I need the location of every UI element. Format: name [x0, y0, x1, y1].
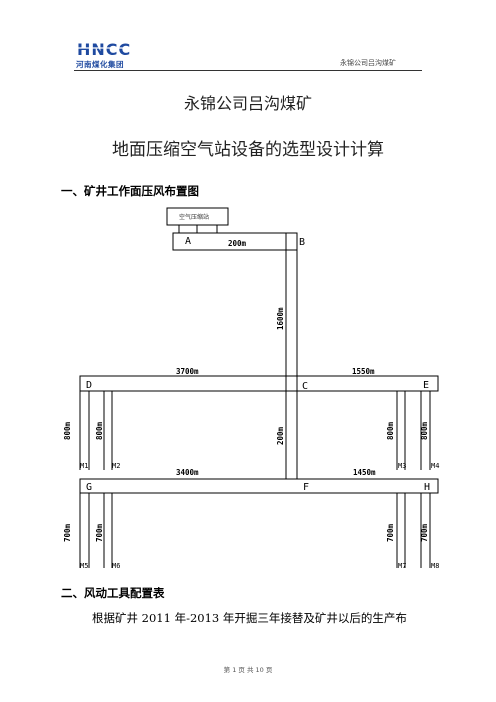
point-h-label: H [424, 482, 430, 493]
header-company-name: 永锦公司吕沟煤矿 [340, 59, 396, 67]
svg-text:HNCC: HNCC [77, 40, 131, 58]
length-d-branch-inner: 800m [95, 421, 104, 440]
length-fh: 1450m [353, 468, 376, 477]
pipe-c-f [285, 390, 298, 480]
section-heading-tools: 二、风动工具配置表 [61, 586, 165, 600]
logo-text: 河南煤化集团 [76, 60, 124, 69]
length-h-branch-outer: 700m [420, 523, 429, 542]
compressor-station-label: 空气压缩站 [179, 213, 209, 221]
length-g-branch-outer: 700m [63, 523, 72, 542]
outlet-m1: M1 [80, 462, 88, 470]
point-f-label: F [303, 482, 309, 493]
outlet-m6: M6 [112, 562, 120, 570]
outlet-m8: M8 [431, 562, 439, 570]
page-footer: 第 1 页 共 10 页 [223, 666, 273, 674]
outlet-m3: M3 [398, 462, 406, 470]
point-d-label: D [86, 380, 92, 391]
hncc-logo-mark: HNCC [76, 40, 142, 58]
length-e-branch-inner: 800m [386, 421, 395, 440]
length-gf: 3400m [176, 468, 199, 477]
length-ab: 200m [228, 239, 247, 248]
point-b-label: B [299, 237, 305, 248]
header-divider [74, 70, 422, 71]
outlet-m2: M2 [112, 462, 120, 470]
outlet-m5: M5 [80, 562, 88, 570]
length-e-branch-outer: 800m [420, 421, 429, 440]
point-a-label: A [185, 236, 191, 247]
length-d-branch-outer: 800m [63, 421, 72, 440]
point-c-label: C [302, 381, 308, 392]
length-dc: 3700m [176, 367, 199, 376]
pipe-d-e [79, 375, 439, 392]
length-ce: 1550m [352, 367, 375, 376]
body-paragraph: 根据矿井 2011 年-2013 年开掘三年接替及矿井以后的生产布 [92, 611, 407, 625]
length-g-branch-inner: 700m [95, 523, 104, 542]
document-title: 永锦公司吕沟煤矿 [183, 94, 312, 113]
point-g-label: G [86, 482, 92, 493]
length-h-branch-inner: 700m [386, 523, 395, 542]
point-e-label: E [423, 380, 429, 391]
length-cf: 200m [276, 426, 285, 445]
pipe-b-c [285, 232, 298, 392]
outlet-m7: M7 [398, 562, 406, 570]
pipe-g-h [79, 478, 439, 494]
length-bc: 1600m [276, 307, 285, 330]
document-subtitle: 地面压缩空气站设备的选型设计计算 [112, 140, 384, 160]
outlet-m4: M4 [431, 462, 439, 470]
section-heading-layout: 一、矿井工作面压风布置图 [61, 184, 199, 198]
